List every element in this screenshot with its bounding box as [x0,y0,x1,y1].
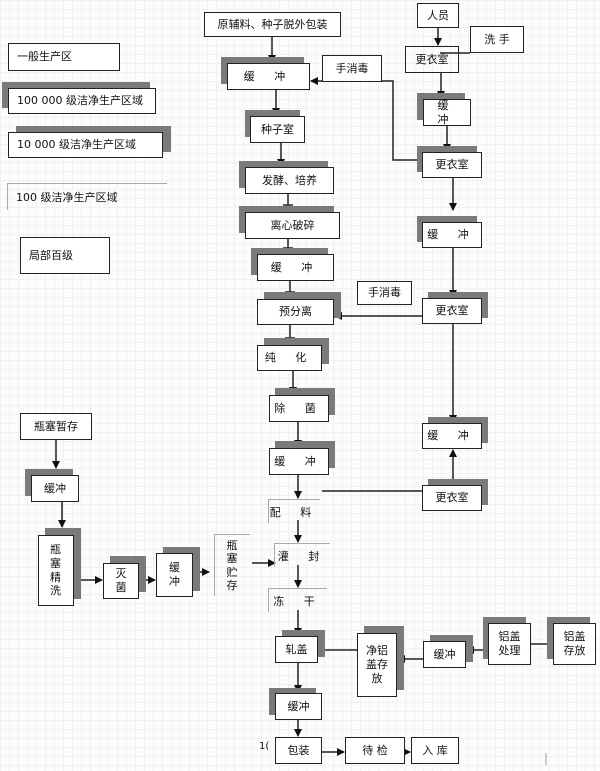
buffer-box: 缓 冲 [423,99,471,126]
stray-mark: 1( [259,741,270,752]
box-label: 更衣室 [435,491,469,505]
warehouse-box: 入 库 [411,737,459,764]
changing-room-box: 更衣室 [405,46,459,73]
box-label: 灌 封 [277,549,328,563]
box-label: 缓 冲 [274,454,324,468]
legend-label: 10 000 级洁净生产区域 [17,138,136,152]
box-label: 缓冲 [433,647,456,661]
box-label: 瓶塞暂存 [34,419,78,433]
buffer-box: 缓冲 [31,475,79,502]
seed-room-box: 种子室 [250,116,305,143]
box-label: 包装 [287,743,310,757]
buffer-box: 缓 冲 [257,254,334,281]
box-label: 冻 干 [273,594,323,608]
box-label: 待 检 [362,743,388,757]
box-label: 瓶塞贮存 [226,539,238,592]
box-label: 手消毒 [335,61,369,75]
box-label: 预分离 [279,305,312,319]
buffer-box: 缓 冲 [227,63,310,90]
box-label: 更衣室 [435,158,469,172]
legend-label: 一般生产区 [17,50,72,64]
buffer-box: 缓冲 [423,641,466,668]
legend-label: 局部百级 [29,248,73,262]
box-label: 轧盖 [285,642,308,656]
legend-general-area: 一般生产区 [8,43,120,71]
staff-box: 人员 [417,3,459,28]
box-label: 缓冲 [44,481,66,495]
changing-room-box: 更衣室 [422,485,482,511]
buffer-box: 缓 冲 [422,222,482,248]
box-label: 种子室 [261,122,294,136]
unpack-box: 原辅料、种子脱外包装 [204,12,341,37]
box-label: 洗 手 [484,32,510,46]
box-label: 除 菌 [274,401,324,415]
box-label: 缓冲 [287,699,310,713]
buffer-box: 缓冲 [275,693,322,720]
box-label: 缓 冲 [427,429,477,443]
box-label: 手消毒 [368,286,401,300]
filling-area: 灌 封 [274,543,330,567]
box-label: 纯 化 [264,351,315,365]
sterile-filter-box: 除 菌 [269,395,329,422]
box-label: 灭菌 [115,567,127,594]
ferment-box: 发酵、培养 [245,167,334,194]
buffer-box: 缓冲 [156,553,193,597]
box-label: 缓 冲 [437,98,457,126]
stopper-temp-store-box: 瓶塞暂存 [20,413,92,440]
changing-room-box: 更衣室 [422,298,482,324]
mixing-area: 配 料 [268,499,320,523]
capping-box: 轧盖 [275,636,318,663]
box-label: 离心破碎 [270,218,315,232]
clean-cap-store-box: 净铝盖存放 [357,633,397,697]
cap-store-box: 铝盖存放 [553,623,596,665]
box-label: 发酵、培养 [262,173,317,187]
box-label: 瓶塞精洗 [50,543,63,598]
box-label: 原辅料、种子脱外包装 [217,17,328,31]
box-label: 入 库 [422,743,448,757]
wash-hands-box: 洗 手 [470,26,524,53]
stopper-store-area: 瓶塞贮存 [214,534,250,596]
box-label: 缓 冲 [270,260,321,274]
legend-label: 100 级洁净生产区域 [16,191,118,204]
cap-process-box: 铝盖处理 [488,623,531,665]
box-label: 配 料 [269,505,320,519]
legend-label: 100 000 级洁净生产区域 [17,94,143,108]
box-label: 铝盖处理 [498,630,521,657]
purify-box: 纯 化 [257,345,322,371]
buffer-box: 缓 冲 [269,448,329,475]
legend-class-10000: 10 000 级洁净生产区域 [8,132,163,158]
hand-disinfect-box: 手消毒 [322,55,382,82]
packing-box: 包装 [275,737,322,764]
box-label: 缓 冲 [427,228,477,242]
buffer-box: 缓 冲 [422,423,482,449]
box-label: 更衣室 [415,52,449,66]
centrifuge-box: 离心破碎 [245,212,340,239]
stopper-fine-wash-box: 瓶塞精洗 [38,535,74,606]
freeze-dry-area: 冻 干 [268,588,327,612]
legend-local-100: 局部百级 [20,237,110,274]
pre-separate-box: 预分离 [257,299,334,325]
legend-class-100: 100 级洁净生产区域 [7,183,167,210]
box-label: 缓 冲 [243,69,294,83]
box-label: 净铝盖存放 [366,644,388,685]
box-label: 缓冲 [169,561,180,588]
inspection-box: 待 检 [345,737,405,764]
box-label: 铝盖存放 [563,630,586,657]
hand-disinfect-box: 手消毒 [357,281,412,305]
box-label: 更衣室 [435,304,469,318]
changing-room-box: 更衣室 [422,152,482,178]
sterilize-box: 灭菌 [103,563,139,599]
legend-class-100000: 100 000 级洁净生产区域 [8,88,156,114]
box-label: 人员 [427,8,449,22]
